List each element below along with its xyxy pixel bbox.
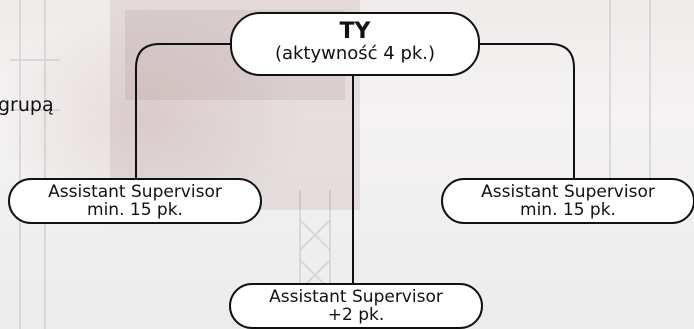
root-node-title: TY bbox=[339, 19, 371, 44]
child-node-bottom-requirement: +2 pk. bbox=[327, 305, 385, 325]
child-node-right: Assistant Supervisor min. 15 pk. bbox=[441, 178, 694, 224]
connector-left bbox=[135, 43, 232, 180]
child-node-left-requirement: min. 15 pk. bbox=[87, 200, 183, 220]
partial-label-text: grupą bbox=[0, 94, 54, 116]
child-node-bottom: Assistant Supervisor +2 pk. bbox=[229, 283, 483, 329]
root-node-subtitle: (aktywność 4 pk.) bbox=[274, 43, 436, 64]
child-node-right-requirement: min. 15 pk. bbox=[520, 200, 616, 220]
root-node: TY (aktywność 4 pk.) bbox=[230, 12, 480, 76]
child-node-right-name: Assistant Supervisor bbox=[481, 182, 655, 202]
connector-right bbox=[478, 43, 575, 180]
child-node-bottom-name: Assistant Supervisor bbox=[269, 287, 443, 307]
child-node-left: Assistant Supervisor min. 15 pk. bbox=[8, 178, 262, 224]
child-node-left-name: Assistant Supervisor bbox=[48, 182, 222, 202]
